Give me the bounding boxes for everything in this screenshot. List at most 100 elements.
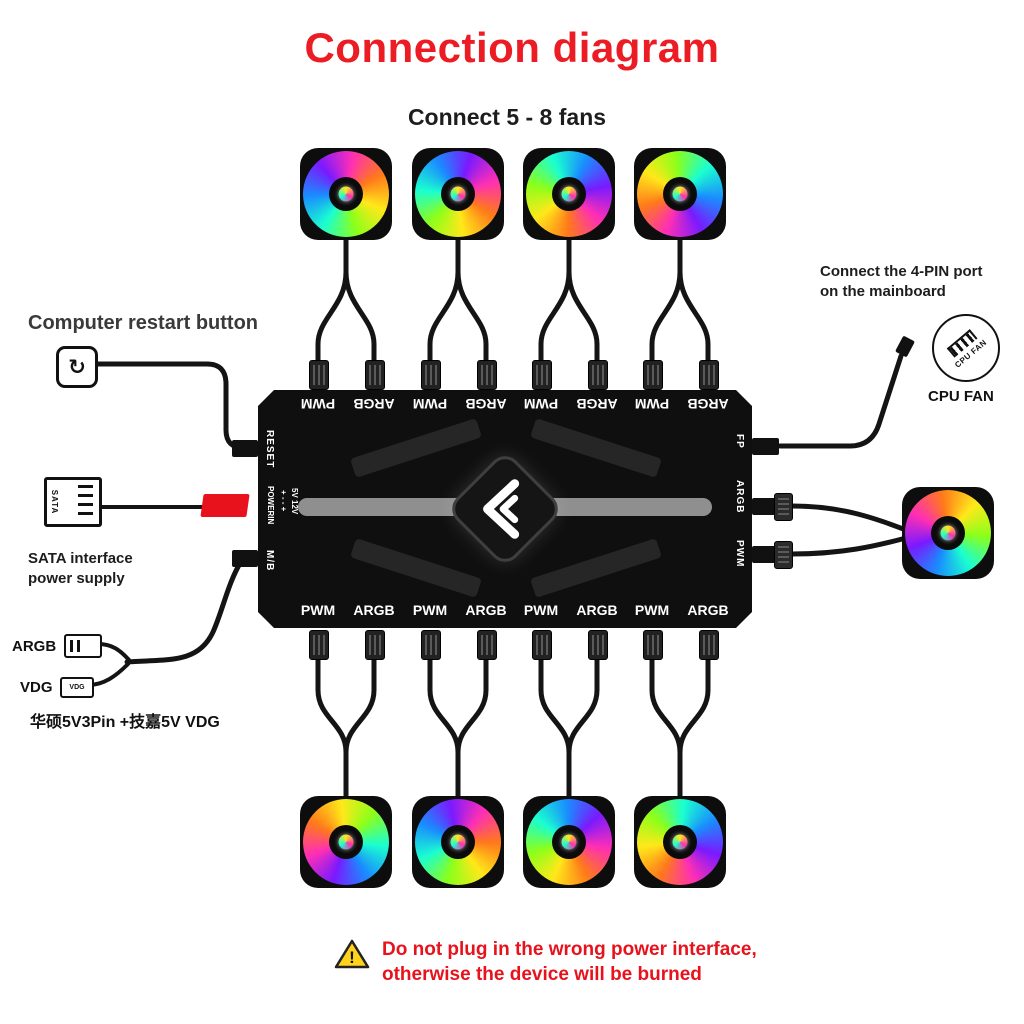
sata-connector: SATA (44, 477, 102, 527)
controller-stripe (298, 498, 470, 516)
rgb-fan (523, 796, 615, 888)
controller-stripe (540, 498, 712, 516)
brand-logo-glyph (483, 479, 520, 539)
wire (89, 361, 255, 451)
cable-connector (477, 630, 497, 660)
vdg-cable-label: VDG (20, 679, 53, 696)
wire (566, 269, 600, 367)
port-label-top: ARGB (465, 396, 507, 412)
warning-triangle-icon: ! (334, 939, 370, 969)
port-label-bottom: PWM (634, 602, 670, 618)
controller-decoration (530, 418, 662, 478)
port-label-top: PWM (523, 396, 559, 412)
wire (343, 653, 377, 755)
argb-cable-label: ARGB (12, 638, 57, 655)
warning-text: Do not plug in the wrong power interface… (382, 938, 757, 987)
cable-connector (309, 630, 329, 660)
cpu-fan-label: CPU FAN (928, 388, 994, 405)
fan-hub (450, 834, 466, 850)
sata-caption-line2: power supply (28, 570, 125, 588)
rgb-fan (412, 796, 504, 888)
port-label-top: ARGB (687, 396, 729, 412)
port-label-bottom: ARGB (465, 602, 507, 618)
port-label-top: ARGB (353, 396, 395, 412)
port-label-bottom: PWM (412, 602, 448, 618)
cpu-fan-icon: CPU FAN (932, 314, 1000, 382)
cpu-fan-icon-inner: CPU FAN (934, 316, 998, 380)
argb-port-label: ARGB (734, 480, 745, 514)
rgb-fan (523, 148, 615, 240)
argb-cable-connector (774, 493, 793, 521)
powerin-pins-label: + - - + (279, 490, 288, 512)
wire (315, 653, 349, 755)
cable-connector (643, 360, 663, 390)
port-label-top: PWM (634, 396, 670, 412)
cable-connector (309, 360, 329, 390)
wire (538, 653, 572, 755)
port-label-top: PWM (412, 396, 448, 412)
fan-hub (672, 186, 688, 202)
wire (427, 269, 461, 367)
warning-line1: Do not plug in the wrong power interface… (382, 939, 757, 960)
page-title: Connection diagram (304, 24, 720, 71)
cable-connector (365, 360, 385, 390)
cable-connector (421, 360, 441, 390)
warning-line2: otherwise the device will be burned (382, 963, 702, 985)
brand-logo (445, 449, 565, 569)
pwm-port (752, 546, 776, 563)
fan-hub (561, 834, 577, 850)
fp-port-label: FP (734, 434, 745, 449)
sata-pins (78, 485, 93, 519)
mainboard-caption-line2: on the mainboard (820, 283, 946, 301)
controller-decoration (350, 538, 482, 598)
rgb-fan (412, 148, 504, 240)
subtitle: Connect 5 - 8 fans (407, 104, 607, 130)
wire (427, 653, 461, 755)
mainboard-caption-line1: Connect the 4-PIN port (820, 263, 983, 280)
fan-hub (338, 186, 354, 202)
wire (96, 642, 131, 662)
rgb-fan (634, 796, 726, 888)
port-label-bottom: ARGB (576, 602, 618, 618)
rgb-fan (634, 148, 726, 240)
cable-connector (699, 630, 719, 660)
cable-connector (532, 630, 552, 660)
powerin-port-label: POWERIN (266, 486, 275, 525)
cable-connector (532, 360, 552, 390)
fan-hub (940, 525, 956, 541)
sata-caption: SATA interface power supply (28, 549, 133, 590)
argb-header-connector (64, 634, 102, 658)
mb-port (232, 550, 258, 567)
wire (789, 535, 909, 557)
controller-decoration (350, 418, 482, 478)
wire (677, 269, 711, 367)
port-label-top: PWM (300, 396, 336, 412)
fan-hub (450, 186, 466, 202)
pwm-port-label: PWM (734, 540, 745, 568)
sata-connector-label: SATA (50, 489, 59, 515)
port-label-bottom: PWM (523, 602, 559, 618)
sata-caption-line1: SATA interface (28, 550, 133, 567)
power-in-port (200, 494, 250, 517)
cable-connector (699, 360, 719, 390)
cable-connector (588, 360, 608, 390)
wire (677, 653, 711, 755)
port-label-top: ARGB (576, 396, 618, 412)
rgb-fan (902, 487, 994, 579)
restart-button-icon: ↻ (56, 346, 98, 388)
wire (566, 653, 600, 755)
wire (777, 353, 904, 449)
rgb-fan (300, 148, 392, 240)
wire (649, 269, 683, 367)
wire (315, 269, 349, 367)
cable-connector (477, 360, 497, 390)
cable-connector (365, 630, 385, 660)
cable-connector (421, 630, 441, 660)
rgb-fan (300, 796, 392, 888)
warning: ! Do not plug in the wrong power interfa… (334, 938, 757, 987)
wire (86, 662, 130, 687)
wire (343, 269, 377, 367)
pwm-cable-connector (774, 541, 793, 569)
